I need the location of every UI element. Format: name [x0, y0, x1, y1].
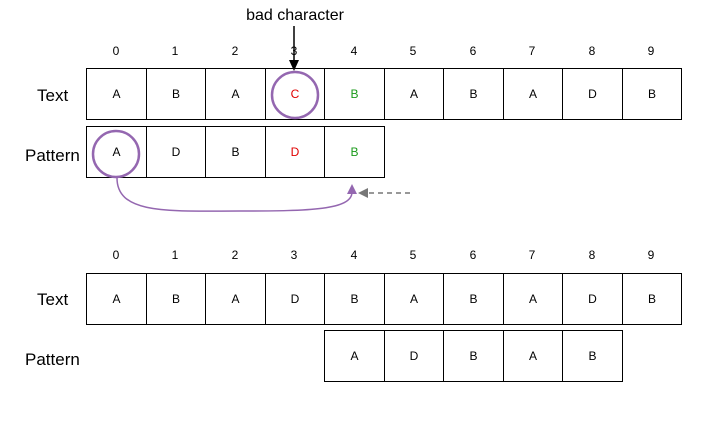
shifted-pattern-cell: B [443, 330, 504, 382]
index-label: 1 [171, 248, 179, 262]
text-cell-bad-character: C [265, 68, 325, 120]
text-cell: B [443, 273, 504, 325]
text-row-label: Text [37, 86, 69, 105]
text-cell: D [562, 273, 623, 325]
index-label: 5 [409, 248, 417, 262]
index-label: 8 [588, 248, 596, 262]
shifted-pattern-cell: A [324, 330, 385, 382]
pattern-match-highlight-circle [91, 129, 141, 179]
text-cell: A [86, 273, 147, 325]
shift-dashed-arrow [358, 188, 410, 198]
text-cell: A [503, 68, 563, 120]
index-label: 5 [409, 44, 417, 58]
index-label: 3 [290, 248, 298, 262]
text-row-label: Text [37, 290, 69, 309]
bad-character-label: bad character [246, 7, 344, 24]
shifted-pattern-cell: D [384, 330, 444, 382]
text-cell: B [146, 273, 206, 325]
text-cell: A [86, 68, 147, 120]
index-label: 4 [350, 44, 358, 58]
index-label: 7 [528, 248, 536, 262]
text-cell: A [205, 273, 266, 325]
text-cell: A [384, 68, 444, 120]
text-cell: B [324, 273, 385, 325]
pattern-cell: B [205, 126, 266, 178]
shifted-pattern-cell: A [503, 330, 563, 382]
text-cell: A [205, 68, 266, 120]
index-label: 0 [112, 248, 120, 262]
index-label: 9 [647, 44, 655, 58]
index-label: 2 [231, 248, 239, 262]
text-cell: D [265, 273, 325, 325]
bad-character-arrow [289, 26, 299, 71]
bad-character-highlight-circle [270, 70, 320, 120]
text-cell: B [622, 68, 682, 120]
shift-curve-arrow [116, 177, 357, 212]
pattern-cell-match: B [324, 126, 385, 178]
pattern-cell: A [86, 126, 147, 178]
index-label: 0 [112, 44, 120, 58]
index-label: 1 [171, 44, 179, 58]
index-label: 6 [469, 44, 477, 58]
pattern-row-label: Pattern [25, 146, 80, 165]
index-label: 9 [647, 248, 655, 262]
index-label: 4 [350, 248, 358, 262]
text-cell: B [443, 68, 504, 120]
index-label: 6 [469, 248, 477, 262]
text-cell: D [562, 68, 623, 120]
pattern-row-label: Pattern [25, 350, 80, 369]
text-cell: B [622, 273, 682, 325]
index-label: 8 [588, 44, 596, 58]
index-label: 7 [528, 44, 536, 58]
shifted-pattern-cell: B [562, 330, 623, 382]
index-label: 2 [231, 44, 239, 58]
